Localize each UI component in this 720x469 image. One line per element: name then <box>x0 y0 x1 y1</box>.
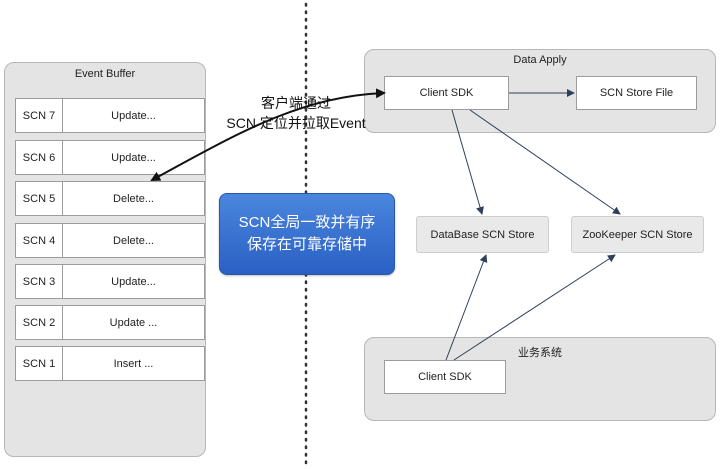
event-scn: SCN 5 <box>16 182 63 215</box>
event-row: SCN 1 Insert ... <box>15 346 205 381</box>
event-row: SCN 4 Delete... <box>15 223 205 258</box>
event-op: Delete... <box>113 234 154 247</box>
scn-badge-line2: 保存在可靠存储中 <box>246 236 367 253</box>
event-row: SCN 2 Update ... <box>15 305 205 340</box>
event-op: Update... <box>111 275 156 288</box>
business-client-sdk: Client SDK <box>384 360 506 394</box>
event-row: SCN 3 Update... <box>15 264 205 299</box>
event-op: Update ... <box>109 316 158 329</box>
event-scn: SCN 2 <box>16 306 63 339</box>
event-row: SCN 5 Delete... <box>15 181 205 216</box>
apply-to-zookeeper-arrow <box>469 109 621 215</box>
event-op: Insert ... <box>113 357 154 370</box>
apply-to-database-arrow <box>451 109 484 215</box>
data-apply-title: Data Apply <box>513 54 567 66</box>
event-scn: SCN 3 <box>16 265 63 298</box>
event-scn: SCN 4 <box>16 224 63 257</box>
event-scn: SCN 1 <box>16 347 63 380</box>
business-to-database-arrow <box>445 254 488 361</box>
event-buffer-title: Event Buffer <box>74 68 136 80</box>
business-to-zookeeper-arrow <box>453 254 616 361</box>
event-scn: SCN 6 <box>16 141 63 174</box>
database-scn-store: DataBase SCN Store <box>416 216 549 253</box>
data-apply-client-sdk: Client SDK <box>384 76 509 110</box>
event-op: Delete... <box>113 192 154 205</box>
event-scn: SCN 7 <box>16 99 63 132</box>
zookeeper-scn-store: ZooKeeper SCN Store <box>571 216 704 253</box>
scn-badge-line1: SCN全局一致并有序 <box>238 214 376 231</box>
scn-store-file: SCN Store File <box>576 76 697 110</box>
event-op: Update... <box>111 109 156 122</box>
business-system-title: 业务系统 <box>518 347 562 359</box>
event-op: Update... <box>111 151 156 164</box>
locate-event-arrow <box>150 88 386 181</box>
scn-consistency-badge: SCN全局一致并有序 保存在可靠存储中 <box>219 193 395 275</box>
